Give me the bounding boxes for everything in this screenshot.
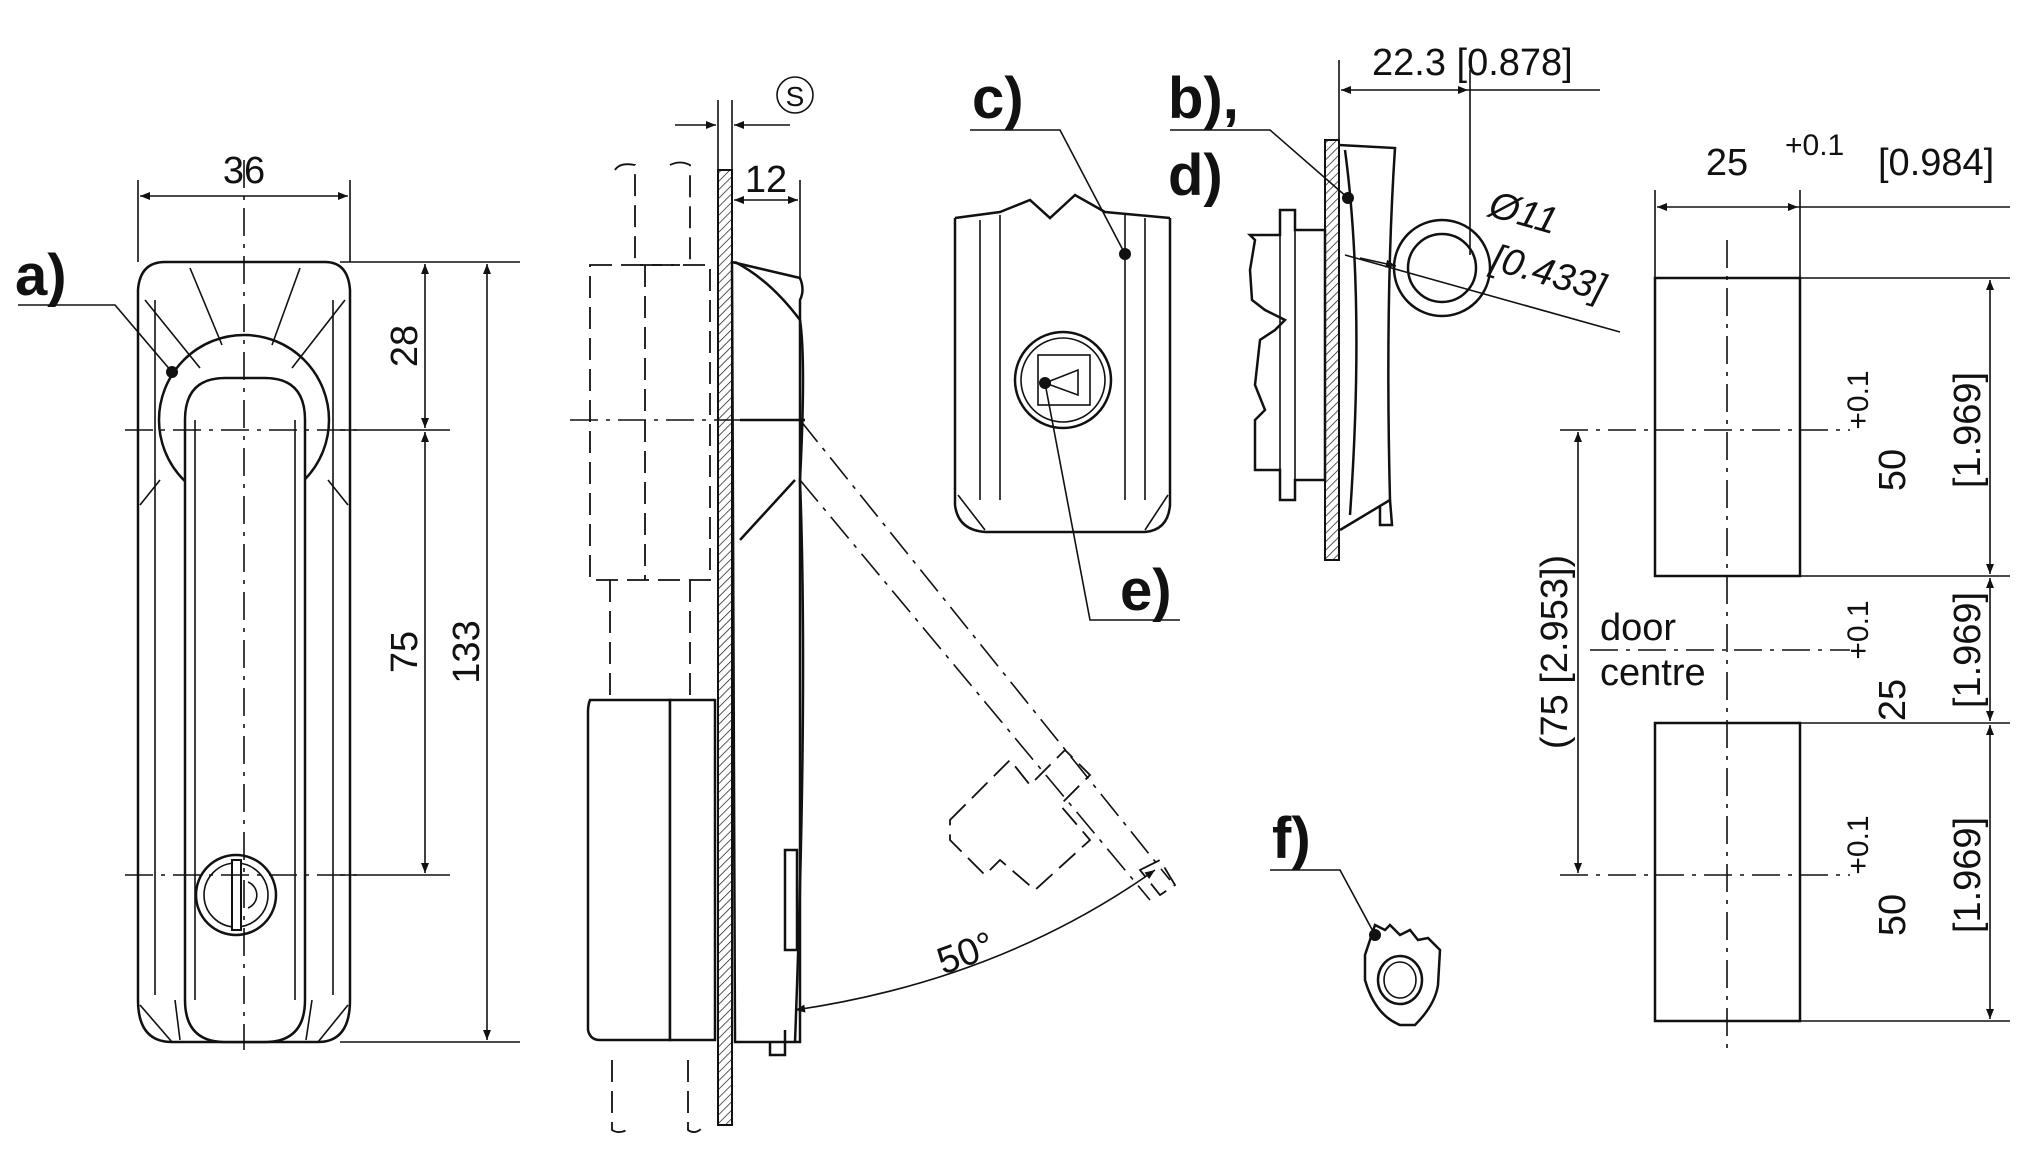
side-view: 50° S 12: [570, 76, 1177, 1133]
callout-b: b),: [1168, 66, 1239, 131]
angle-label: 50°: [932, 924, 1000, 983]
callout-f: f): [1272, 806, 1311, 871]
callout-e: e): [1120, 558, 1172, 623]
hole1-size: 50: [1872, 449, 1914, 491]
front-view: a) 36 28 75 133: [15, 150, 520, 1050]
profile-view: c) e): [953, 66, 1180, 623]
cutout-width: 25: [1706, 142, 1748, 184]
door-label-2: centre: [1600, 652, 1706, 694]
cutout-width-tol: +0.1: [1785, 129, 1844, 162]
hole1-tol: +0.1: [1842, 370, 1875, 429]
dim-overall: 133: [446, 620, 488, 683]
edge-view: b), d) 22.3 [0.878] Ø11 [0.433]: [1168, 42, 1621, 561]
callout-d: d): [1168, 143, 1223, 208]
dim-pitch: 75: [384, 631, 426, 673]
thickness-symbol: S: [786, 81, 805, 112]
hole2-size: 50: [1872, 894, 1914, 936]
callout-c: c): [972, 66, 1024, 131]
dim-upper: 28: [384, 325, 426, 367]
clip-part: f): [1270, 806, 1442, 1027]
cutout-pitch: (75 [2.953]): [1534, 555, 1576, 749]
gap-size: 25: [1872, 679, 1914, 721]
gap-tol: +0.1: [1842, 600, 1875, 659]
dim-offset: 22.3 [0.878]: [1372, 42, 1573, 84]
cutout-width-inch: [0.984]: [1878, 142, 1994, 184]
dim-depth: 12: [745, 159, 787, 201]
callout-a: a): [15, 243, 67, 308]
hole2-inch: [1.969]: [1947, 817, 1989, 933]
gap-inch: [1.969]: [1947, 592, 1989, 708]
dim-width: 36: [223, 150, 265, 192]
dim-diameter: Ø11: [1482, 183, 1562, 243]
door-label-1: door: [1600, 607, 1676, 649]
hole1-inch: [1.969]: [1947, 372, 1989, 488]
hole2-tol: +0.1: [1842, 815, 1875, 874]
cutout-view: 25 +0.1 [0.984] 50 +0.1 [1.969] 25 +0.1 …: [1534, 129, 2010, 1050]
